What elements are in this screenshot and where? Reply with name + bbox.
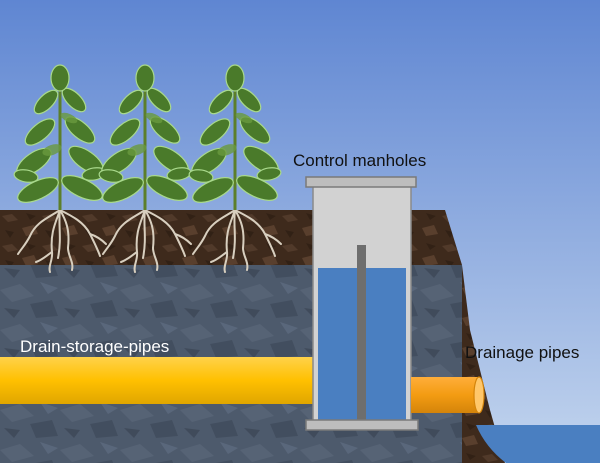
- ditch-water: [476, 425, 600, 463]
- weir-plate: [357, 245, 366, 425]
- drainage-pipe-outlet: [473, 376, 485, 414]
- drainage-pipe: [411, 377, 479, 413]
- control-manhole: [305, 176, 419, 431]
- drainage-pipes-label: Drainage pipes: [465, 343, 580, 362]
- control-manholes-label: Control manholes: [293, 151, 427, 170]
- drain-storage-pipe: [0, 357, 318, 404]
- drain-storage-pipes-label: Drain-storage-pipes: [20, 337, 170, 356]
